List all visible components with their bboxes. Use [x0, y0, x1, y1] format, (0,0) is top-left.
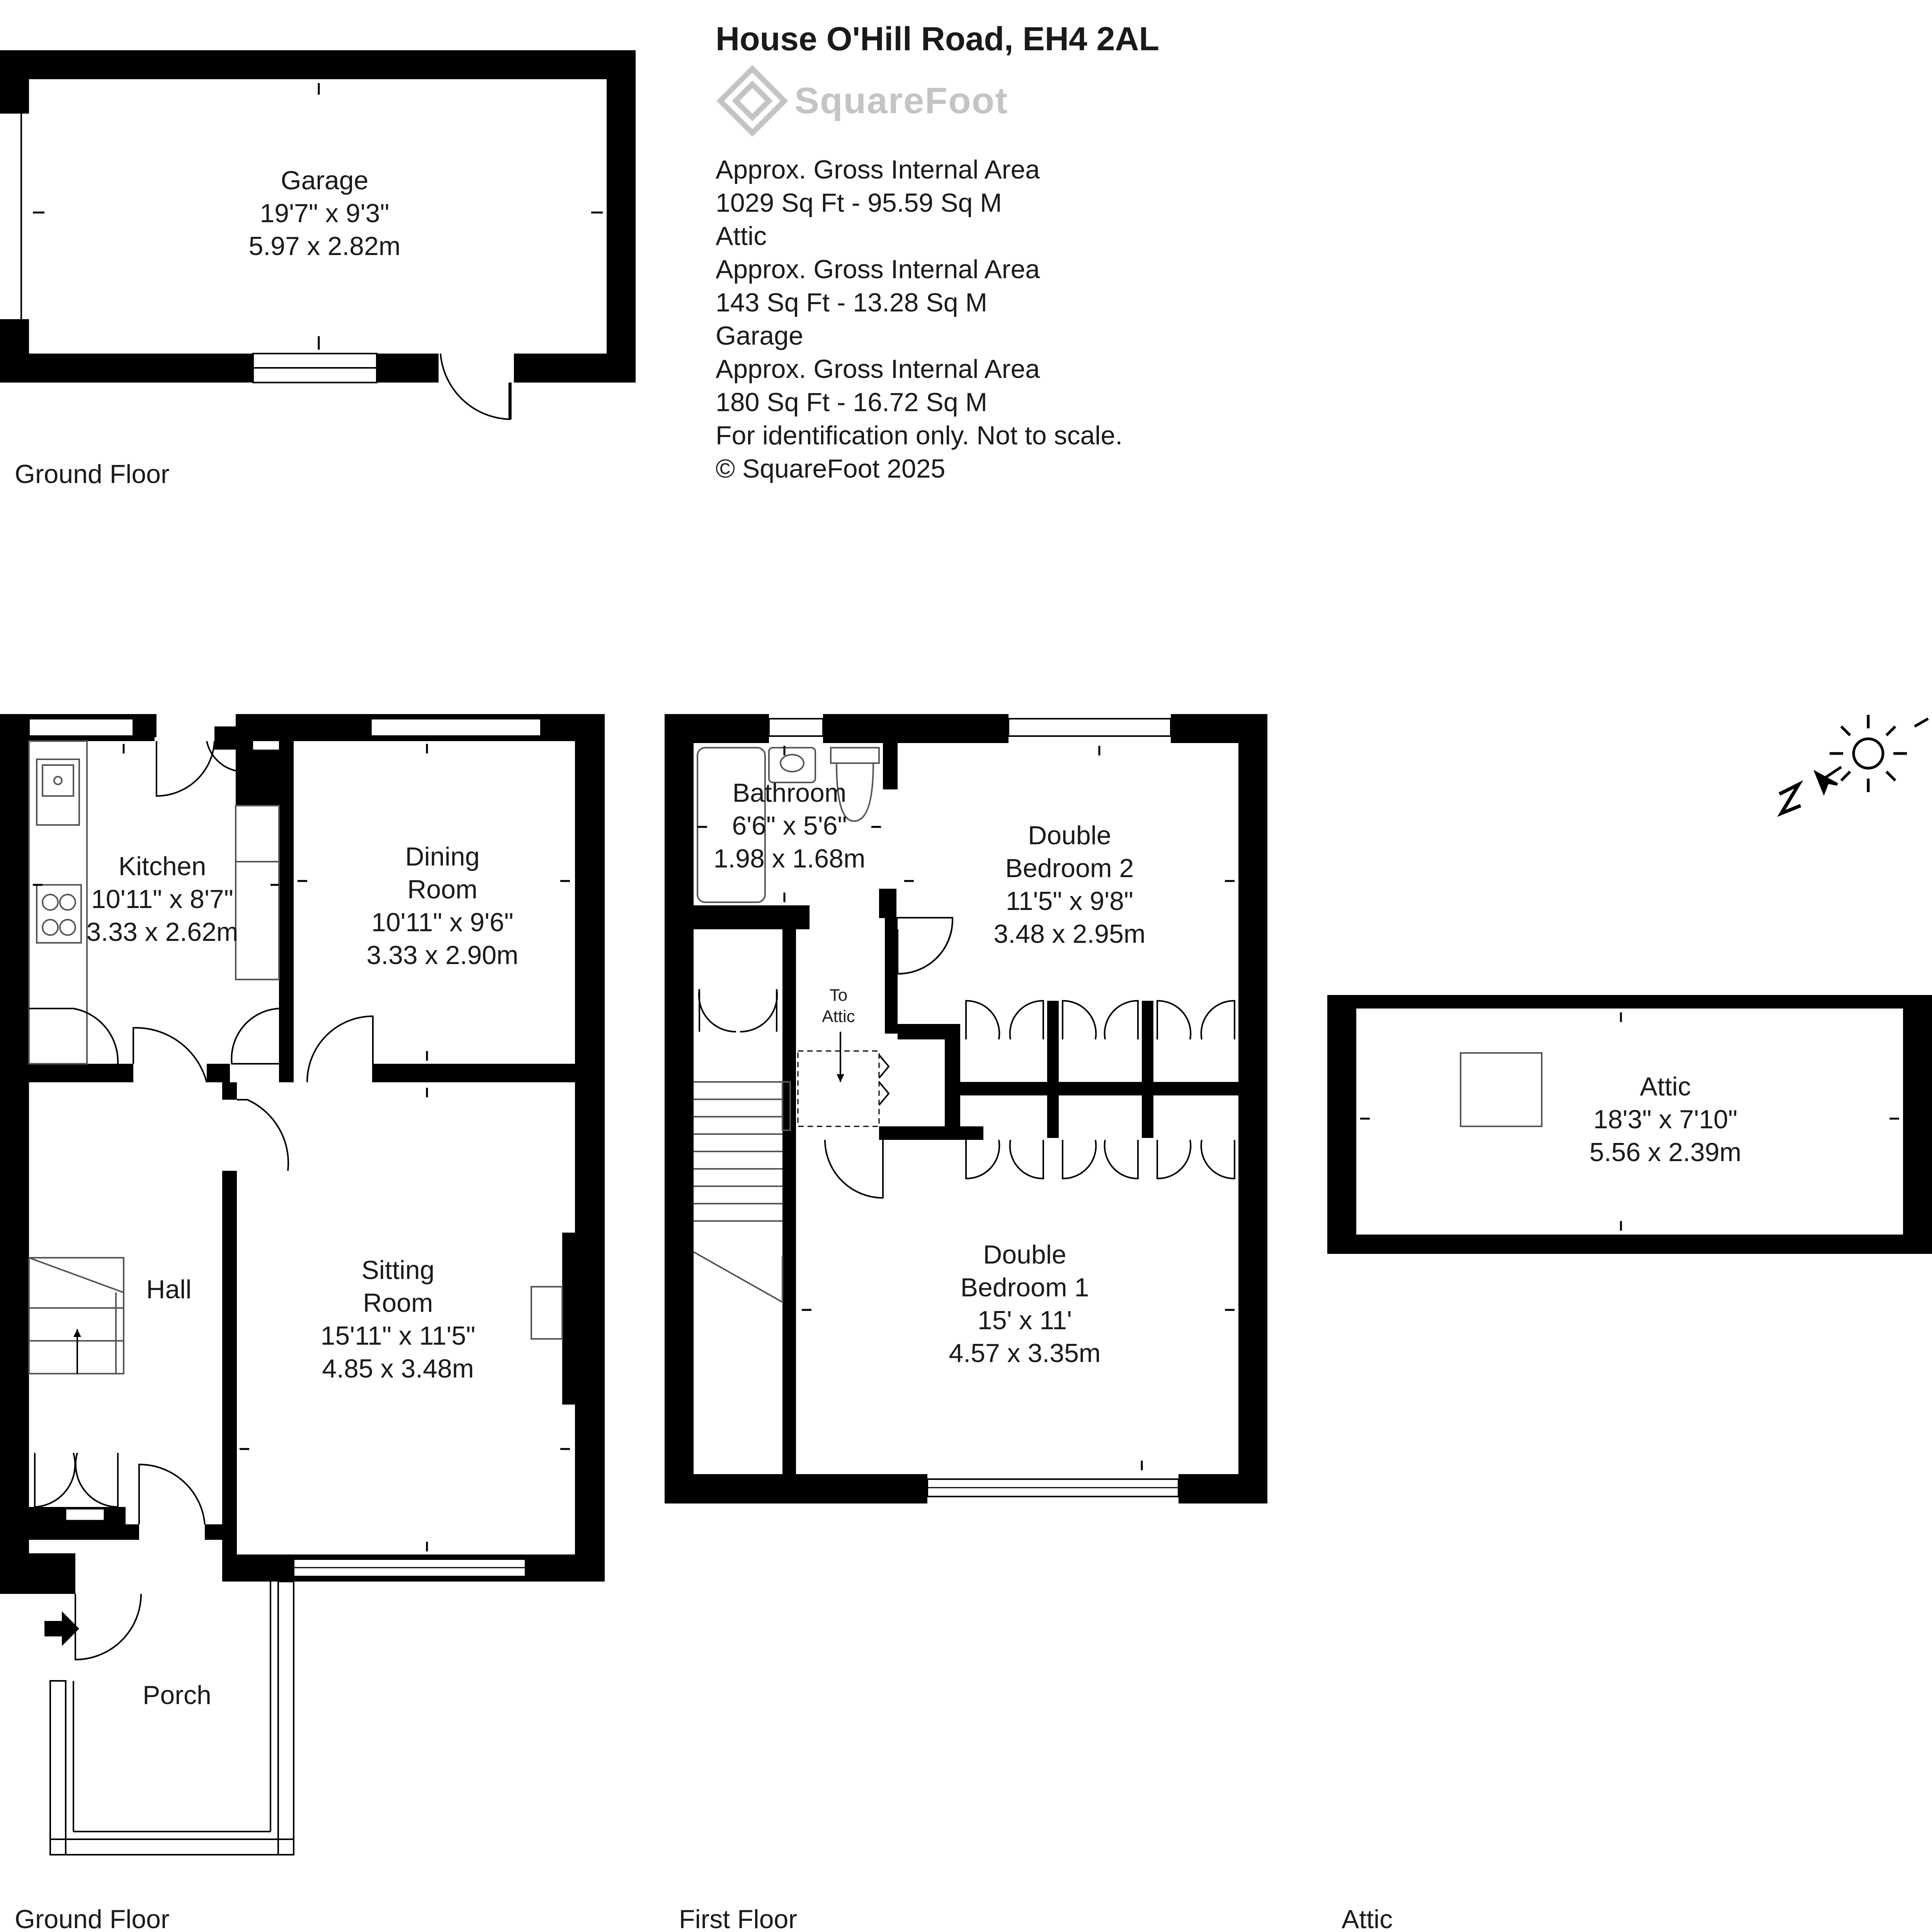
bathroom-name: Bathroom [733, 778, 847, 808]
area-line-6: Garage [716, 321, 803, 350]
bedroom2-metric: 3.48 x 2.95m [993, 919, 1145, 949]
sitting-name-2: Room [363, 1288, 433, 1318]
first-floor-stairs [693, 1081, 791, 1303]
squarefoot-logo-icon [716, 65, 788, 137]
attic-floor-label: Attic [1342, 1905, 1393, 1932]
dining-name-1: Dining [405, 842, 480, 871]
brand-logo: SquareFoot [716, 64, 1159, 138]
bedroom2-name-1: Double [1028, 821, 1111, 850]
first-floor-plan: To Attic [665, 714, 1267, 1932]
dining-name-2: Room [407, 875, 477, 904]
info-block: House O'Hill Road, EH4 2AL SquareFoot Ap… [716, 22, 1159, 485]
sitting-imperial: 15'11" x 11'5" [321, 1321, 476, 1350]
sitting-metric: 4.85 x 3.48m [322, 1354, 474, 1383]
entrance-arrow-icon [44, 1611, 79, 1646]
area-line-3: Attic [716, 221, 767, 251]
area-line-8: 180 Sq Ft - 16.72 Sq M [716, 388, 988, 417]
first-floor-walls [665, 714, 1267, 1503]
sitting-name-1: Sitting [362, 1255, 435, 1285]
garage-imperial: 19'7" x 9'3" [260, 199, 389, 228]
to-attic-line-1: To [830, 986, 847, 1005]
north-arrow-icon [1777, 715, 1929, 817]
kitchen-metric: 3.33 x 2.62m [86, 917, 238, 947]
area-line-5: 143 Sq Ft - 13.28 Sq M [716, 288, 988, 317]
hall-stairs [28, 1257, 124, 1374]
porch-glazing [49, 1581, 294, 1855]
copyright: © SquareFoot 2025 [716, 454, 946, 483]
garage-plan: Garage 19'7" x 9'3" 5.97 x 2.82m Ground … [0, 50, 636, 489]
first-floor-doors [698, 917, 1235, 1199]
bedroom1-name-1: Double [983, 1240, 1066, 1269]
ground-floor-walls [0, 714, 605, 1594]
dining-metric: 3.33 x 2.90m [366, 940, 518, 970]
brand-name: SquareFoot [794, 80, 1009, 121]
kitchen-imperial: 10'11" x 8'7" [91, 884, 233, 914]
ground-floor-plan: Kitchen 10'11" x 8'7" 3.33 x 2.62m Dinin… [0, 714, 605, 1932]
bathroom-imperial: 6'6" x 5'6" [732, 811, 847, 840]
area-line-1: Approx. Gross Internal Area [716, 155, 1040, 184]
bathroom-metric: 1.98 x 1.68m [713, 844, 865, 873]
bedroom1-metric: 4.57 x 3.35m [949, 1338, 1100, 1368]
area-line-7: Approx. Gross Internal Area [716, 354, 1040, 384]
dining-imperial: 10'11" x 9'6" [371, 908, 514, 937]
attic-imperial: 18'3" x 7'10" [1594, 1105, 1738, 1134]
first-floor-label: First Floor [679, 1905, 797, 1932]
hall-name: Hall [146, 1275, 191, 1304]
attic-hatch [797, 1050, 880, 1127]
attic-metric: 5.56 x 2.39m [1589, 1138, 1741, 1167]
disclaimer: For identification only. Not to scale. [716, 421, 1123, 450]
garage-name: Garage [281, 166, 369, 195]
bedroom1-imperial: 15' x 11' [978, 1306, 1072, 1335]
garage-metric: 5.97 x 2.82m [248, 231, 400, 261]
attic-name: Attic [1640, 1072, 1691, 1101]
property-title: House O'Hill Road, EH4 2AL [716, 20, 1160, 58]
bedroom2-name-2: Bedroom 2 [1005, 854, 1134, 883]
area-line-2: 1029 Sq Ft - 95.59 Sq M [716, 188, 1002, 218]
ground-floor-label: Ground Floor [15, 1905, 170, 1932]
bedroom2-imperial: 11'5" x 9'8" [1006, 886, 1133, 916]
kitchen-name: Kitchen [119, 852, 206, 881]
area-line-4: Approx. Gross Internal Area [716, 255, 1040, 284]
kitchen-fittings [28, 740, 280, 1065]
bathroom-fittings [697, 747, 880, 903]
attic-skylight [1460, 1052, 1543, 1127]
ground-doors [29, 741, 374, 1661]
bedroom1-name-2: Bedroom 1 [961, 1273, 1089, 1302]
garage-floor-label: Ground Floor [15, 459, 170, 489]
attic-plan: Attic 18'3" x 7'10" 5.56 x 2.39m Attic [1327, 995, 1932, 1932]
to-attic-line-2: Attic [822, 1007, 855, 1026]
porch-name: Porch [143, 1680, 211, 1710]
